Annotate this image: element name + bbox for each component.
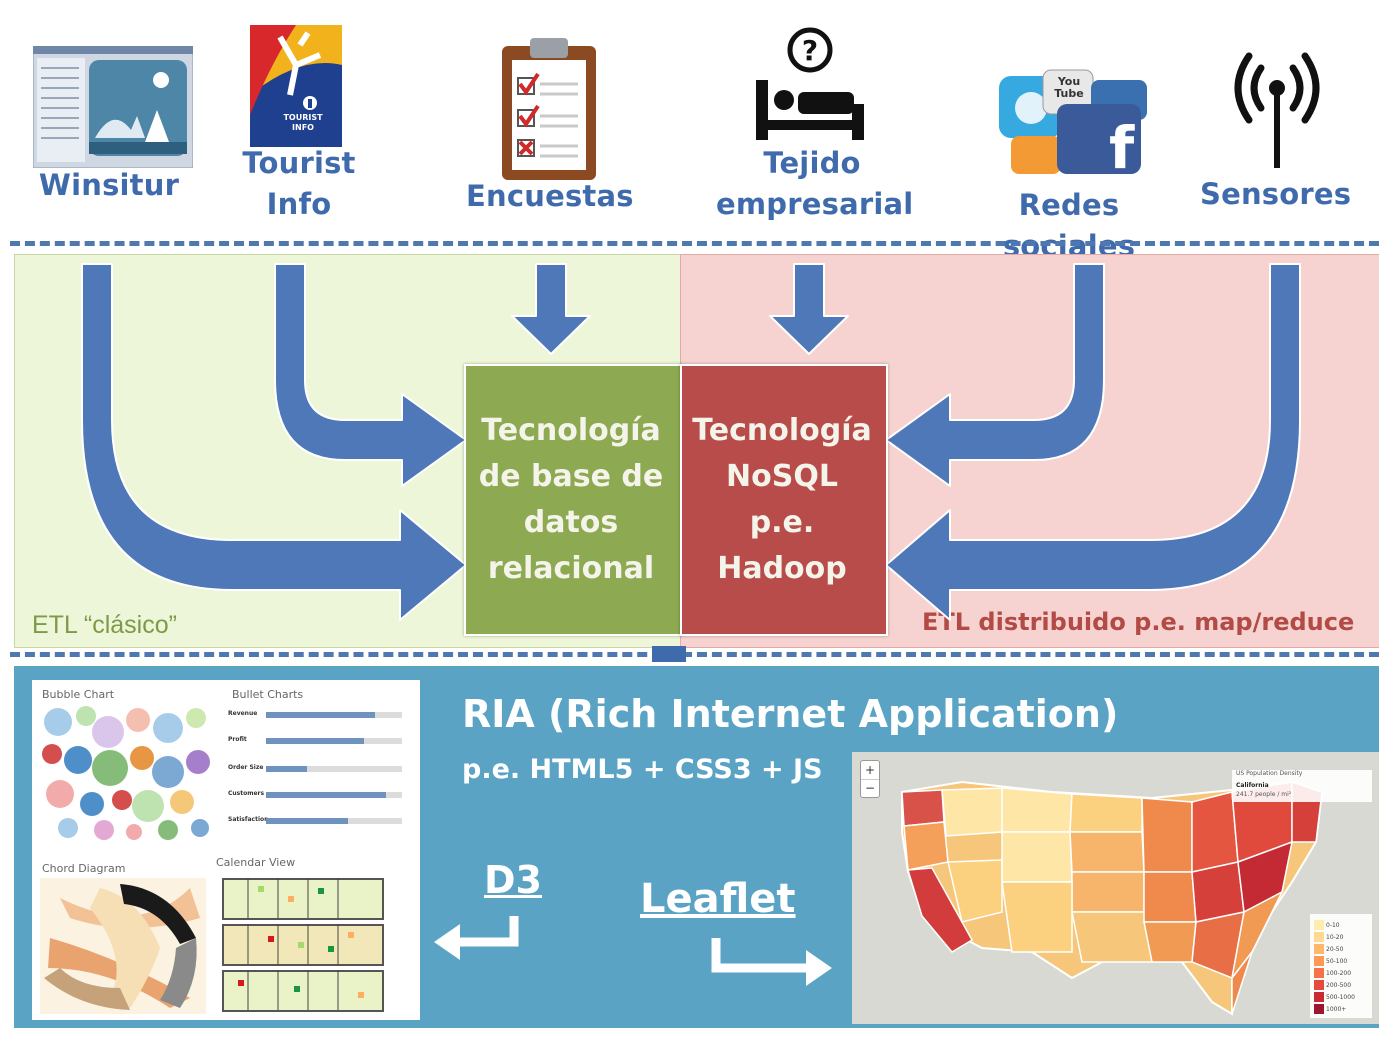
bullet-row-label: Revenue <box>228 710 258 717</box>
nosql-box <box>680 364 888 636</box>
map-legend-item: 50-100 <box>1326 958 1348 965</box>
tourist-info-logo-text: TOURIST INFO <box>283 113 323 132</box>
youtube-logo-text: You Tube <box>1054 75 1084 100</box>
arrow-winsitur <box>81 263 467 621</box>
d3-return-arrow <box>434 916 519 960</box>
chord-diagram-caption: Chord Diagram <box>42 862 126 875</box>
map-legend-item: 20-50 <box>1326 946 1344 953</box>
bullet-row-label: Order Size <box>228 764 264 771</box>
bubble-chart-thumbnail <box>42 706 210 840</box>
leaflet-return-arrow <box>711 938 832 986</box>
map-legend: 0-10 10-20 20-50 50-100 100-200 200-500 … <box>1326 920 1370 1016</box>
relational-db-box <box>464 364 682 636</box>
chord-diagram-thumbnail <box>40 878 206 1014</box>
map-legend-item: 0-10 <box>1326 922 1340 929</box>
leaflet-map[interactable]: + − US Population Density California 241… <box>852 752 1379 1024</box>
winsitur-icon <box>32 45 194 169</box>
svg-text:?: ? <box>802 34 818 67</box>
etl-classic-label: ETL “clásico” <box>32 611 177 639</box>
source-label-tejido-empresarial: Tejido empresarial <box>716 146 914 221</box>
arrow-sensores <box>885 263 1301 621</box>
source-label-encuestas: Encuestas <box>466 179 634 213</box>
tourist-info-logo-icon: TOURIST INFO <box>250 25 342 147</box>
source-label-sensores: Sensores <box>1200 177 1352 211</box>
map-zoom-control: + − <box>860 760 880 798</box>
bubble-chart-caption: Bubble Chart <box>42 688 115 701</box>
map-info-state: California <box>1236 782 1269 789</box>
bullet-row-label: Profit <box>228 736 247 743</box>
etl-distributed-label: ETL distribuido p.e. map/reduce <box>922 608 1355 636</box>
connector-square <box>652 646 686 662</box>
map-legend-item: 200-500 <box>1326 982 1352 989</box>
bullet-row-label: Satisfaction <box>228 816 269 823</box>
dashed-separator-bottom <box>10 652 1379 657</box>
data-flow-arrows <box>81 263 1301 621</box>
arrow-encuestas <box>511 263 591 355</box>
bullet-row-label: Customers <box>228 790 265 797</box>
source-label-tourist-info: Tourist Info <box>242 146 356 221</box>
map-legend-item: 10-20 <box>1326 934 1344 941</box>
map-legend-item: 1000+ <box>1326 1006 1347 1013</box>
dashed-separator-top <box>10 241 1379 246</box>
ria-title: RIA (Rich Internet Application) <box>462 692 1119 736</box>
source-label-winsitur: Winsitur <box>38 168 180 202</box>
d3-label: D3 <box>484 858 542 902</box>
map-legend-item: 500-1000 <box>1326 994 1355 1001</box>
map-info-title: US Population Density <box>1236 770 1303 777</box>
bullet-charts-thumbnail: Revenue Profit Order Size Customers Sati… <box>228 706 410 838</box>
clipboard-checklist-icon <box>500 36 598 182</box>
antenna-signal-icon <box>1225 44 1329 168</box>
leaflet-label: Leaflet <box>640 876 796 922</box>
arrow-tejido <box>769 263 849 355</box>
arrow-redes-sociales <box>885 263 1105 487</box>
bullet-charts-caption: Bullet Charts <box>232 688 304 701</box>
us-choropleth-map <box>852 752 1379 1024</box>
map-legend-item: 100-200 <box>1326 970 1352 977</box>
calendar-view-thumbnail <box>218 876 384 1012</box>
relational-db-label: Tecnología de base de datos relacional <box>478 413 664 586</box>
map-zoom-out-button[interactable]: − <box>864 781 876 795</box>
map-zoom-in-button[interactable]: + <box>861 761 879 780</box>
svg-text:f: f <box>1109 114 1135 176</box>
bed-question-icon: ? <box>752 26 868 142</box>
calendar-view-caption: Calendar View <box>216 856 296 869</box>
social-media-logos-icon: f You Tube <box>995 66 1155 182</box>
ria-subtitle: p.e. HTML5 + CSS3 + JS <box>462 754 823 785</box>
nosql-label: Tecnología NoSQL p.e. Hadoop <box>692 413 872 586</box>
arrow-tourist-info <box>274 263 467 487</box>
map-info-value: 241.7 people / mi² <box>1236 791 1292 798</box>
